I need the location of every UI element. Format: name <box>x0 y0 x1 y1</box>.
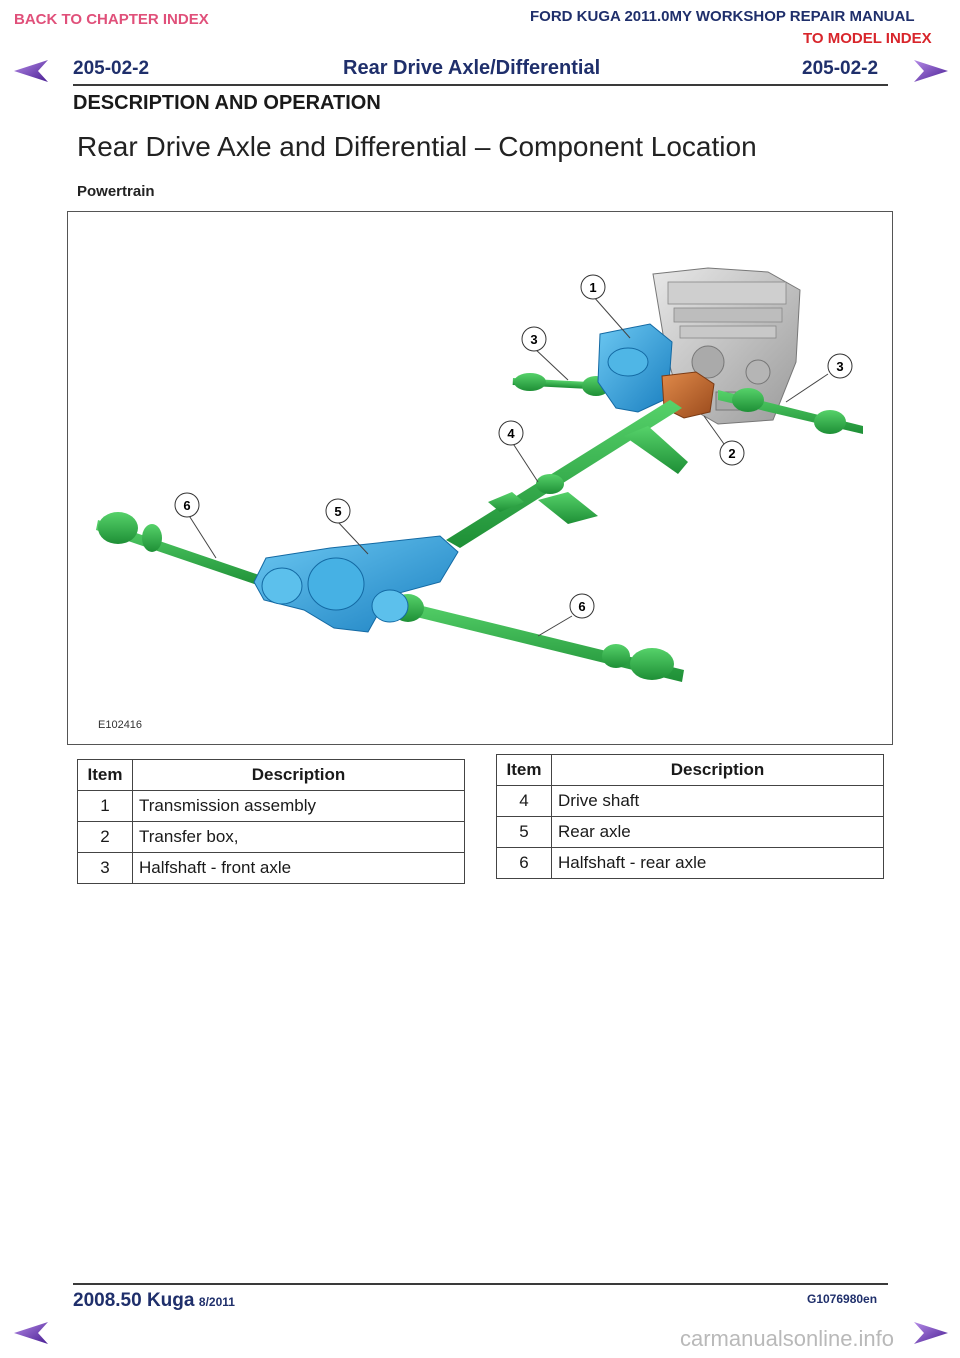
callout-6-right: 6 <box>569 593 595 619</box>
item-number: 2 <box>77 821 133 853</box>
col-description: Description <box>551 754 884 786</box>
rear-axle <box>253 535 459 633</box>
table-row: 5 Rear axle <box>496 816 884 848</box>
callout-3-right: 3 <box>827 353 853 379</box>
arrow-right-icon[interactable] <box>912 1320 950 1346</box>
callout-label: 3 <box>836 359 843 374</box>
callout-label: 1 <box>589 280 596 295</box>
callout-label: 2 <box>728 446 735 461</box>
arrow-left-icon[interactable] <box>12 58 50 84</box>
item-description: Halfshaft - rear axle <box>551 847 884 879</box>
table-row: 1 Transmission assembly <box>77 790 465 822</box>
callout-label: 6 <box>183 498 190 513</box>
item-number: 3 <box>77 852 133 884</box>
table-row: 6 Halfshaft - rear axle <box>496 847 884 879</box>
arrow-right-icon[interactable] <box>912 58 950 84</box>
rear-halfshaft-left <box>96 512 268 588</box>
callout-label: 3 <box>530 332 537 347</box>
callout-3-left: 3 <box>521 326 547 352</box>
manual-title: FORD KUGA 2011.0MY WORKSHOP REPAIR MANUA… <box>530 8 915 25</box>
callout-5: 5 <box>325 498 351 524</box>
watermark-text: carmanualsonline.info <box>680 1326 895 1351</box>
rear-halfshaft-right <box>392 594 684 682</box>
powertrain-figure: 1 2 3 3 4 5 6 6 E102416 <box>67 211 893 745</box>
section-title: Rear Drive Axle/Differential <box>343 57 601 79</box>
callout-6-left: 6 <box>174 492 200 518</box>
footer-model: 2008.50 Kuga <box>73 1290 195 1311</box>
item-number: 5 <box>496 816 552 848</box>
table-row: 3 Halfshaft - front axle <box>77 852 465 884</box>
footer-rule <box>73 1283 888 1285</box>
figure-subtitle: Powertrain <box>77 183 155 200</box>
callout-label: 6 <box>578 599 585 614</box>
header-rule <box>73 84 888 86</box>
back-to-chapter-link[interactable]: BACK TO CHAPTER INDEX <box>14 11 209 28</box>
items-table-right: Item Description 4 Drive shaft 5 Rear ax… <box>496 754 884 879</box>
item-description: Drive shaft <box>551 785 884 817</box>
callout-2: 2 <box>719 440 745 466</box>
item-description: Halfshaft - front axle <box>132 852 465 884</box>
section-code-left: 205-02-2 <box>73 58 150 79</box>
item-number: 4 <box>496 785 552 817</box>
col-description: Description <box>132 759 465 791</box>
section-code-right: 205-02-2 <box>802 58 879 79</box>
col-item: Item <box>496 754 552 786</box>
callout-1: 1 <box>580 274 606 300</box>
callout-4: 4 <box>498 420 524 446</box>
leader-lines <box>187 295 829 637</box>
support-brackets <box>488 426 688 524</box>
table-header-row: Item Description <box>77 759 465 791</box>
item-description: Rear axle <box>551 816 884 848</box>
item-description: Transfer box, <box>132 821 465 853</box>
arrow-left-icon[interactable] <box>12 1320 50 1346</box>
category-heading: DESCRIPTION AND OPERATION <box>73 92 381 114</box>
item-description: Transmission assembly <box>132 790 465 822</box>
table-row: 2 Transfer box, <box>77 821 465 853</box>
front-halfshaft-right <box>718 388 863 434</box>
table-row: 4 Drive shaft <box>496 785 884 817</box>
items-table-left: Item Description 1 Transmission assembly… <box>77 759 465 884</box>
footer-code: G1076980en <box>807 1292 878 1306</box>
powertrain-illustration: 1 2 3 3 4 5 6 6 <box>96 267 863 682</box>
footer-date: 8/2011 <box>198 1295 235 1309</box>
footer-model-block: 2008.50 Kuga 8/2011 <box>73 1290 235 1312</box>
drive-shaft <box>446 400 682 548</box>
page-title: Rear Drive Axle and Differential – Compo… <box>77 131 757 162</box>
col-item: Item <box>77 759 133 791</box>
callout-label: 5 <box>334 504 341 519</box>
item-number: 6 <box>496 847 552 879</box>
figure-id: E102416 <box>98 719 143 731</box>
callout-label: 4 <box>507 426 515 441</box>
transmission-assembly <box>597 323 673 413</box>
table-header-row: Item Description <box>496 754 884 786</box>
item-number: 1 <box>77 790 133 822</box>
to-model-index-link[interactable]: TO MODEL INDEX <box>803 30 932 47</box>
